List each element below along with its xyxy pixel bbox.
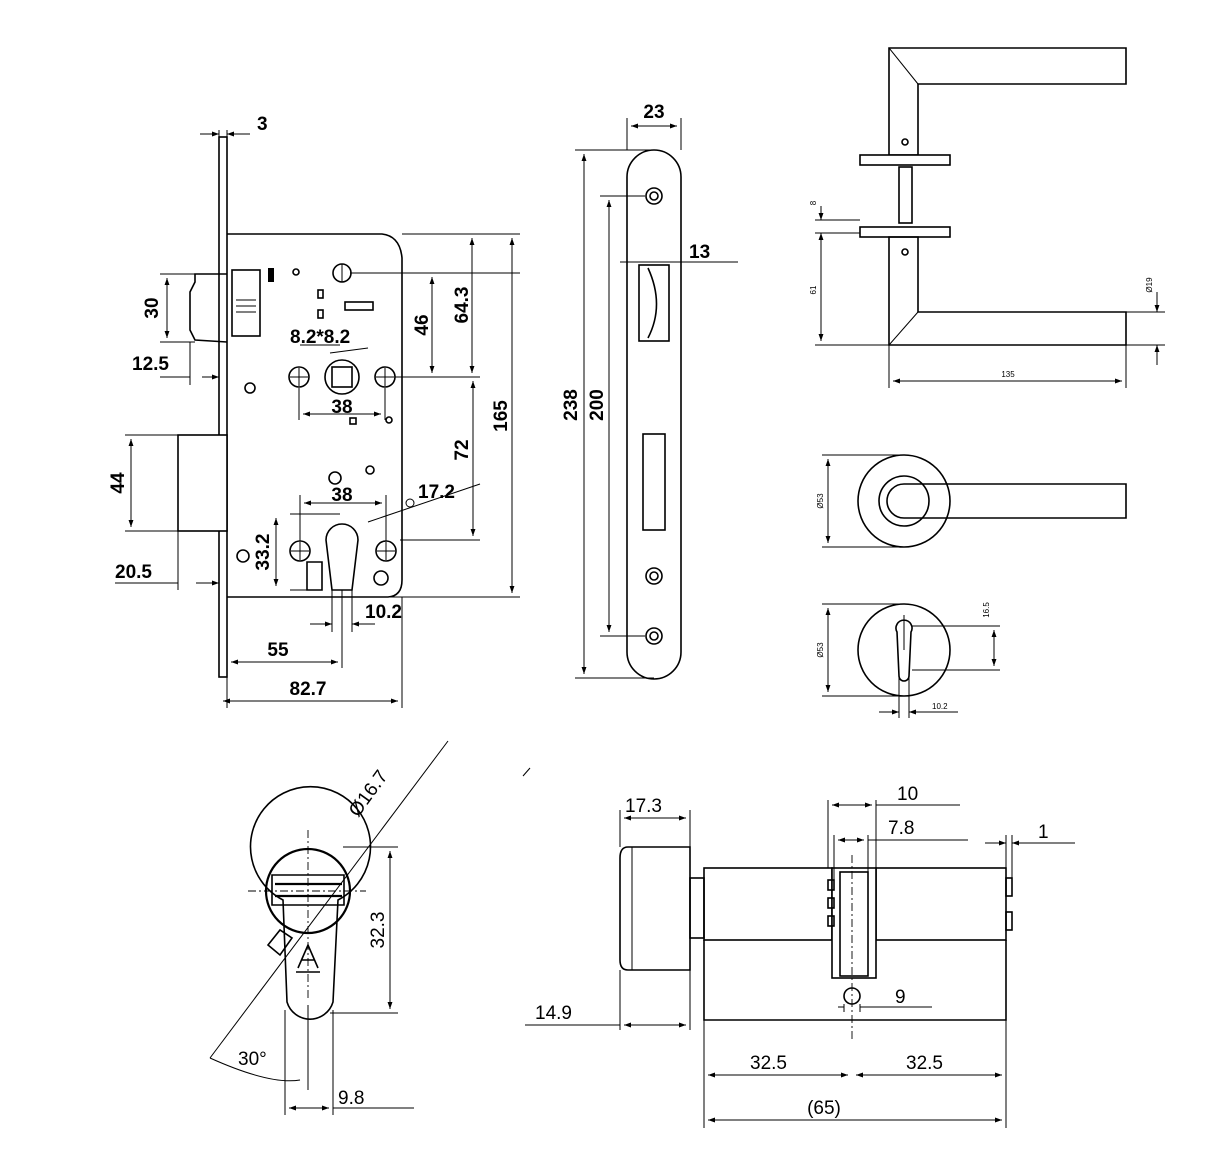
dim-latch-height: 30: [142, 297, 163, 318]
dim-cam-width: 10: [897, 784, 918, 805]
dim-lever-rose-diameter: Ø53: [816, 493, 825, 509]
cylinder-body-bottom: [703, 940, 1007, 1021]
dim-cylinder-screw-spacing: 38: [331, 485, 352, 506]
lock-case: [227, 233, 403, 598]
knob-shaft: [689, 877, 705, 939]
dim-deadbolt-height: 44: [108, 472, 129, 494]
forend-bottom-screw: [645, 627, 663, 645]
dim-cam-hole: 9: [895, 987, 906, 1008]
cam-slot: [831, 867, 877, 979]
latch-opening: [638, 264, 670, 342]
dim-spindle-screw-spacing: 38: [331, 397, 352, 418]
dim-right-length: 32.5: [906, 1053, 943, 1074]
dim-lever-height: 61: [809, 285, 818, 294]
dim-lever-length: 135: [1001, 370, 1015, 379]
dim-cylinder-front-width: 9.8: [338, 1088, 364, 1109]
dim-knob-width: 17.3: [625, 796, 662, 817]
dim-total-length: (65): [807, 1098, 841, 1119]
cylinder-side-view: 17.3 10 7.8 1 14.9 9 32.5 32.5 (65): [525, 784, 1075, 1128]
dim-forend-length: 238: [561, 389, 582, 421]
cam: [266, 928, 294, 957]
dim-forend-width: 23: [643, 102, 664, 123]
dim-cam-inner: 7.8: [888, 818, 914, 839]
lower-lever: [888, 236, 1127, 346]
dim-forend-screw-distance: 200: [587, 389, 608, 421]
forend-outline: [626, 149, 682, 680]
pivot-hole: [292, 268, 300, 276]
dim-handle-square: 8.2*8.2: [290, 327, 350, 348]
dim-rose-gap: 8: [809, 200, 818, 205]
key-escutcheon: Ø53 16.5 10.2: [816, 602, 1000, 718]
thumbturn-knob: [619, 846, 691, 971]
lever-rose-outer: [857, 454, 951, 548]
dim-screw-to-spindle: 46: [412, 314, 433, 335]
dim-latch-projection: 12.5: [132, 354, 169, 375]
forend-middle-screw: [645, 567, 663, 585]
dim-cylinder-front-height: 32.3: [368, 912, 389, 949]
latch-housing: [231, 269, 261, 337]
cylinder-left-half: [703, 867, 833, 941]
left-spindle-screw: [288, 366, 310, 388]
dim-backset-center-distance: 72: [452, 439, 473, 460]
spindle: [898, 166, 913, 224]
lever-side-view: 8 61 Ø19 135: [809, 47, 1165, 388]
dim-lever-thickness: Ø19: [1145, 277, 1154, 293]
dim-cylinder-height: 33.2: [253, 534, 274, 571]
lever-front-handle: [886, 483, 1127, 519]
forend-top-screw: [645, 187, 663, 205]
dim-top-screw-to-spindle: 64.3: [452, 287, 473, 324]
dim-cylinder-front-diameter: Ø16.7: [345, 767, 392, 821]
cylinder-right-half: [875, 867, 1007, 941]
deadbolt-opening: [642, 433, 666, 531]
dim-faceplate-thickness: 3: [257, 114, 268, 135]
dim-deadbolt-projection: 20.5: [115, 562, 152, 583]
lock-faceplate: [218, 136, 228, 678]
mortise-lock-body: 3 30 12.5 8.2*8.2 46 64.3 38 165 72 44 2…: [108, 114, 520, 708]
forend-plate: 23 13 238 200: [561, 102, 738, 680]
cylinder-front-view: Ø16.7 32.3 30° 9.8: [209, 740, 531, 1115]
dim-body-width: 82.7: [290, 679, 327, 700]
dim-cylinder-width: 10.2: [365, 602, 402, 623]
thumbturn-bar: [271, 874, 345, 906]
lever-rose-front: Ø53: [816, 454, 1127, 548]
deadbolt: [177, 434, 228, 532]
dim-forend-inner-width: 13: [689, 242, 710, 263]
dim-backset: 55: [267, 640, 289, 661]
upper-rose: [859, 154, 951, 166]
dim-cylinder-screw-diameter: 17.2: [418, 482, 455, 503]
cylinder-profile: [249, 785, 372, 1020]
cylinder-cutout: [325, 523, 359, 591]
dim-end-gap: 1: [1038, 822, 1049, 843]
dim-left-length: 32.5: [750, 1053, 787, 1074]
lever-rose-inner: [878, 475, 930, 527]
lower-rose: [859, 226, 951, 238]
spindle-square: [331, 366, 353, 388]
dim-escutcheon-keyhole-height: 16.5: [982, 602, 991, 618]
dim-body-height: 165: [491, 400, 512, 432]
dim-escutcheon-diameter: Ø53: [816, 642, 825, 658]
dim-knob-offset: 14.9: [535, 1003, 572, 1024]
dim-escutcheon-keyhole-width: 10.2: [932, 702, 948, 711]
dim-cylinder-front-angle: 30°: [238, 1049, 267, 1070]
upper-lever: [888, 47, 1127, 156]
escutcheon-keyhole: [895, 619, 913, 682]
